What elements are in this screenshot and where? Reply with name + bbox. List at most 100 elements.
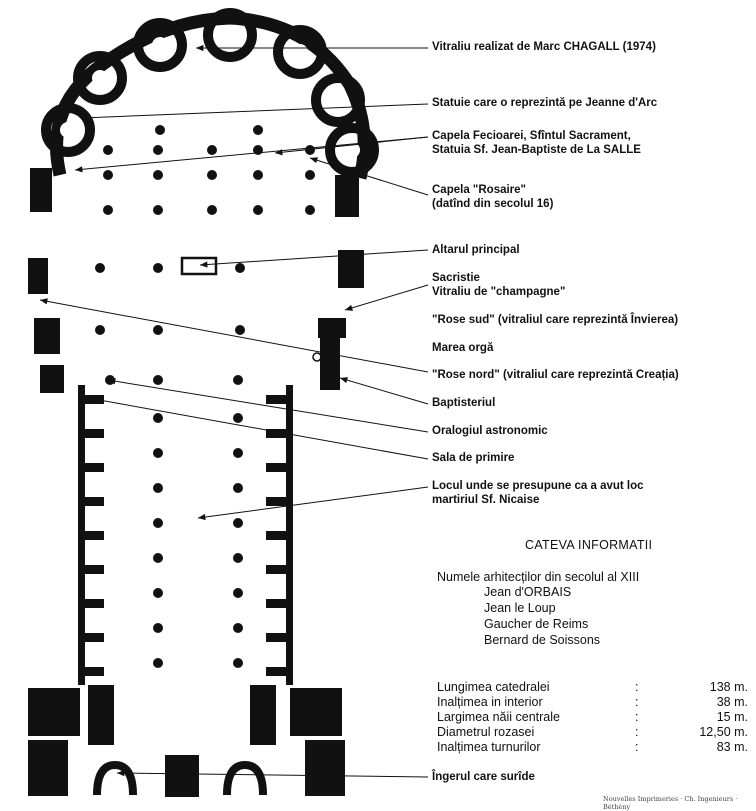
pier bbox=[153, 205, 163, 215]
nave-buttress-left bbox=[82, 565, 104, 574]
label-rose-sud: "Rose sud" (vitraliul care reprezintă În… bbox=[432, 314, 679, 326]
nave-buttress-right bbox=[266, 395, 288, 404]
pier bbox=[103, 205, 113, 215]
stat-name: Inalțimea in interior bbox=[437, 695, 543, 709]
radiating-chapel bbox=[203, 8, 257, 62]
label-rosaire-chapel: Capela "Rosaire" bbox=[432, 184, 526, 196]
leader-line bbox=[339, 377, 429, 405]
leader-line bbox=[344, 284, 429, 311]
architect-name: Gaucher de Reims bbox=[484, 617, 589, 631]
nave-pier-right bbox=[233, 413, 243, 423]
leader-line bbox=[74, 136, 429, 171]
nave-buttress-right bbox=[266, 565, 288, 574]
arrowhead bbox=[310, 157, 318, 164]
label-martyrdom-place: Locul unde se presupune ca a avut loc bbox=[432, 480, 644, 492]
pier bbox=[253, 205, 263, 215]
arrowhead bbox=[117, 769, 125, 777]
nave-buttress-right bbox=[266, 599, 288, 608]
stat-name: Diametrul rozasei bbox=[437, 725, 535, 739]
buttress bbox=[30, 168, 52, 212]
stat-value: 15 m. bbox=[716, 710, 748, 724]
nave-pier-left bbox=[153, 413, 163, 423]
nave-buttress-left bbox=[82, 497, 104, 506]
organ-symbol bbox=[312, 352, 322, 362]
nave-wall-left bbox=[78, 385, 85, 685]
nave-pier-left bbox=[153, 553, 163, 563]
nave-pier-right bbox=[233, 588, 243, 598]
buttress bbox=[335, 175, 359, 217]
pier bbox=[153, 375, 163, 385]
label-rosaire-date: (datînd din secolul 16) bbox=[432, 198, 554, 210]
arrowhead bbox=[88, 396, 96, 403]
printer-credit: Nouvelles Imprimeries · Ch. Ingenieurs ·… bbox=[603, 795, 738, 811]
arrowhead bbox=[196, 44, 204, 52]
pier bbox=[103, 145, 113, 155]
chapel-void bbox=[344, 142, 360, 158]
arrowhead bbox=[345, 304, 353, 311]
info-title: CATEVA INFORMATII bbox=[525, 538, 653, 552]
pier bbox=[95, 325, 105, 335]
nave-buttress-right bbox=[266, 497, 288, 506]
nave-buttress-right bbox=[266, 429, 288, 438]
arrowhead bbox=[108, 378, 116, 385]
radiating-chapel bbox=[41, 103, 95, 157]
label-champagne-window: Vitraliu de "champagne" bbox=[432, 286, 566, 298]
pier bbox=[207, 205, 217, 215]
pier bbox=[235, 325, 245, 335]
baptistery-wall bbox=[320, 330, 340, 390]
chapel-void bbox=[292, 44, 308, 60]
nave-pier-right bbox=[233, 448, 243, 458]
arrowhead bbox=[275, 149, 283, 156]
pier bbox=[253, 125, 263, 135]
radiating-chapel bbox=[311, 73, 365, 127]
leader-line bbox=[309, 157, 429, 196]
stat-name: Lungimea catedralei bbox=[437, 680, 550, 694]
label-astronomical-clock: Oralogiul astronomic bbox=[432, 425, 548, 437]
pier bbox=[207, 145, 217, 155]
pier bbox=[153, 263, 163, 273]
facade-block bbox=[28, 688, 80, 736]
nave-pier-right bbox=[233, 518, 243, 528]
pier bbox=[153, 145, 163, 155]
nave-pier-left bbox=[153, 448, 163, 458]
chapel-void bbox=[60, 122, 76, 138]
pier bbox=[153, 170, 163, 180]
pier bbox=[153, 325, 163, 335]
pier bbox=[95, 263, 105, 273]
nave-buttress-left bbox=[82, 463, 104, 472]
nave-buttress-right bbox=[266, 633, 288, 642]
stat-name: Largimea năii centrale bbox=[437, 710, 560, 724]
chapel-void bbox=[152, 37, 168, 53]
facade-block bbox=[290, 688, 342, 736]
nave-buttress-right bbox=[266, 531, 288, 540]
label-baptistery: Baptisteriul bbox=[432, 397, 496, 409]
buttress bbox=[40, 365, 64, 393]
stat-separator: : bbox=[635, 710, 639, 724]
portal bbox=[93, 760, 137, 796]
architect-name: Jean d'ORBAIS bbox=[484, 585, 572, 599]
leader-line bbox=[274, 136, 429, 154]
nave-buttress-left bbox=[82, 531, 104, 540]
nave-buttress-right bbox=[266, 463, 288, 472]
architect-name: Bernard de Soissons bbox=[484, 633, 601, 647]
pier bbox=[305, 170, 315, 180]
label-main-altar: Altarul principal bbox=[432, 244, 520, 256]
radiating-chapel bbox=[273, 25, 327, 79]
nave-pier-right bbox=[233, 658, 243, 668]
nave-pier-left bbox=[153, 658, 163, 668]
nave-buttress-right bbox=[266, 667, 288, 676]
nave-pier-right bbox=[233, 553, 243, 563]
nave-pier-left bbox=[153, 483, 163, 493]
radiating-chapel bbox=[73, 51, 127, 105]
buttress bbox=[28, 258, 48, 294]
facade-block bbox=[28, 740, 68, 796]
label-sacristy: Sacristie bbox=[432, 272, 480, 284]
architect-name: Jean le Loup bbox=[484, 601, 556, 615]
stat-value: 83 m. bbox=[716, 740, 748, 754]
stat-value: 12,50 m. bbox=[699, 725, 748, 739]
pier bbox=[305, 205, 315, 215]
pier bbox=[103, 170, 113, 180]
nave-buttress-left bbox=[82, 429, 104, 438]
arrowhead bbox=[82, 114, 90, 121]
